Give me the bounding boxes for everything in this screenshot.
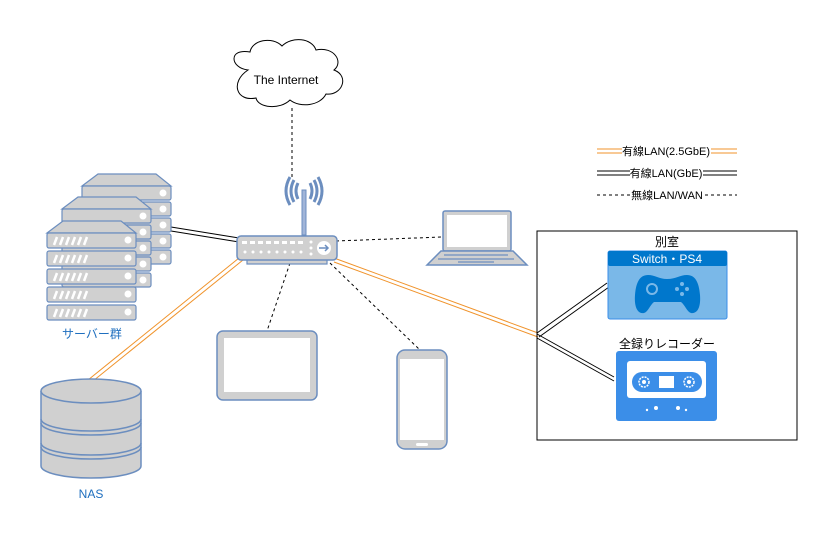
smartphone[interactable] (396, 349, 448, 450)
game-label: Switch・PS4 (632, 252, 702, 266)
other-room-container[interactable]: 別室 Switch・PS4 全録りレコーダー (536, 230, 798, 441)
legend-label: 無線LAN/WAN (631, 188, 703, 202)
connection-servers-router (170, 226, 240, 243)
other-room-label: 別室 (655, 234, 679, 249)
wifi-icon (284, 176, 324, 206)
gamepad-icon (634, 275, 701, 314)
legend-label: 有線LAN(GbE) (630, 166, 703, 180)
tablet[interactable] (216, 330, 318, 401)
game-console[interactable]: Switch・PS4 (607, 250, 728, 320)
internet-cloud[interactable]: The Internet (233, 39, 344, 107)
legend: 有線LAN(2.5GbE) 有線LAN(GbE) 無線LAN/WAN (597, 144, 737, 202)
laptop[interactable] (425, 210, 529, 266)
connection-router-tablet (266, 262, 291, 332)
connection-room-game (536, 282, 610, 338)
connection-router-other-room (333, 257, 539, 338)
cloud-icon (233, 39, 344, 107)
internet-label: The Internet (254, 73, 319, 87)
server-rack-front (45, 220, 138, 321)
cassette-icon (616, 351, 717, 421)
legend-item-wireless: 無線LAN/WAN (597, 188, 737, 202)
servers-label: サーバー群 (62, 327, 122, 341)
server-rack-group[interactable]: サーバー群 (45, 173, 173, 341)
legend-item-gbe: 有線LAN(GbE) (597, 166, 737, 180)
connection-room-recorder (536, 333, 615, 382)
connection-router-nas (87, 257, 244, 382)
database-icon (40, 378, 142, 479)
nas-label: NAS (79, 487, 104, 501)
recorder[interactable]: 全録りレコーダー (616, 336, 717, 421)
arrow-icon (319, 244, 330, 252)
connection-router-laptop (335, 236, 443, 242)
router[interactable] (236, 176, 338, 265)
nas[interactable]: NAS (40, 378, 142, 501)
legend-item-2.5gbe: 有線LAN(2.5GbE) (597, 144, 737, 158)
recorder-label: 全録りレコーダー (619, 336, 715, 351)
legend-label: 有線LAN(2.5GbE) (622, 144, 710, 158)
connection-router-phone (329, 262, 422, 352)
